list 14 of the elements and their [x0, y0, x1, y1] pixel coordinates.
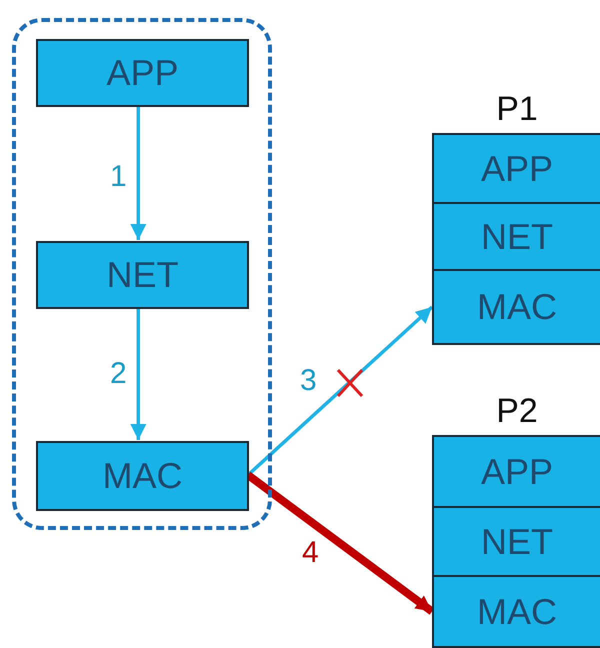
layer-box: APP [36, 39, 249, 107]
dashed-group-border [12, 18, 272, 530]
layer-box: APP [432, 133, 600, 204]
arrow [130, 308, 146, 440]
layer-box: MAC [432, 269, 600, 345]
arrow [130, 106, 146, 240]
stack-title: P1 [495, 90, 539, 129]
layer-box: NET [432, 506, 600, 577]
layer-box: NET [36, 241, 249, 309]
layer-box: NET [432, 202, 600, 271]
layer-box: MAC [36, 441, 249, 511]
stack-title: P2 [495, 392, 539, 431]
layer-box: MAC [432, 575, 600, 648]
layer-box: APP [432, 435, 600, 508]
